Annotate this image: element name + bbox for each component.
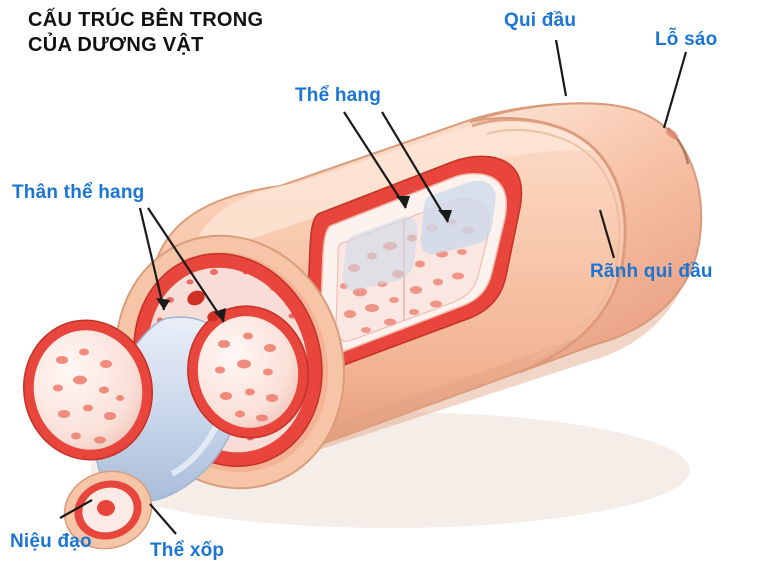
label-qui-dau: Qui đầu [504, 10, 577, 31]
left-cavernosum-disc [22, 319, 154, 461]
label-ranh-qui-dau: Rãnh qui đầu [590, 261, 713, 282]
label-nieu-dao: Niệu đạo [10, 531, 92, 552]
label-the-xop: Thể xốp [150, 540, 225, 561]
leader-lines [59, 39, 688, 535]
label-the-hang: Thể hang [295, 85, 382, 106]
glans-region [469, 102, 703, 374]
cutaway-window [305, 155, 523, 371]
leader-arrowheads [156, 196, 452, 322]
page-title: CẤU TRÚC BÊN TRONG CỦA DƯƠNG VẬT [28, 9, 264, 56]
label-lo-sao: Lỗ sáo [655, 29, 718, 50]
label-than-the-hang: Thân thể hang [12, 182, 145, 203]
right-cavernosum-disc [187, 305, 309, 439]
proximal-cut-face [22, 234, 345, 550]
